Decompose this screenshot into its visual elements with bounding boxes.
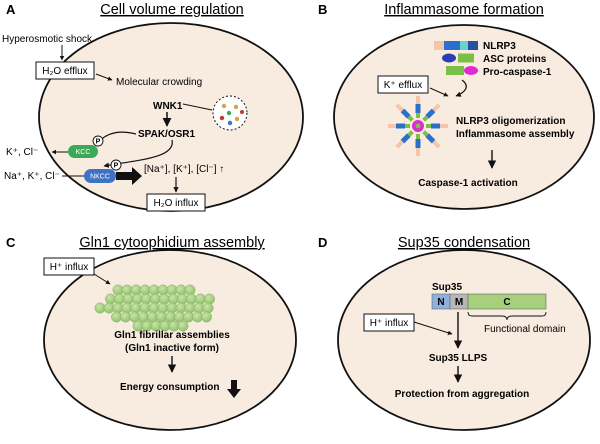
h2o-influx-label: H₂O influx (153, 198, 198, 209)
fibrillar-label: Gln1 fibrillar assemblies (114, 330, 230, 341)
gln1-subunit (201, 311, 212, 323)
inactive-label: (Gln1 inactive form) (125, 343, 219, 354)
legend-procaspase: Pro-caspase-1 (483, 67, 552, 78)
kcc-phospho-badge (92, 135, 104, 147)
spak-label: SPAK/OSR1 (138, 129, 195, 140)
functional-domain-label: Functional domain (484, 324, 566, 335)
gln1-filament-icon (94, 284, 215, 332)
k-efflux-arrow (429, 87, 449, 97)
h2o-efflux-label: H₂O efflux (42, 66, 87, 77)
panel-d: D Sup35 condensation Sup35 N M C Functio… (318, 235, 591, 431)
panel-d-title: Sup35 condensation (398, 235, 530, 251)
caspase-activation-label: Caspase-1 activation (418, 178, 518, 189)
llps-label: Sup35 LLPS (429, 353, 488, 364)
gln1-subunit (204, 293, 215, 305)
cell-d (337, 249, 591, 431)
cell-b (333, 24, 595, 210)
procaspase-legend-icon (446, 66, 478, 75)
oligomerization-label: NLRP3 oligomerization (456, 116, 565, 127)
k-efflux-label: K⁺ efflux (384, 80, 422, 91)
inflammasome-complex-icon (388, 96, 448, 156)
kcc-phospho-label: P (96, 139, 101, 146)
ion-concentration-label: [Na⁺], [K⁺], [Cl⁻] ↑ (144, 164, 224, 175)
crowding-to-wnk1-line (182, 103, 213, 111)
c-domain (467, 293, 547, 310)
c-h-influx-label: H⁺ influx (50, 262, 89, 273)
panel-c: C Gln1 cytoophidium assembly H⁺ influx G… (6, 235, 297, 431)
energy-down-arrow-icon (227, 380, 241, 398)
ions-in-label: Na⁺, K⁺, Cl⁻ (4, 171, 60, 182)
legend-asc: ASC proteins (483, 54, 547, 65)
legend-to-assembly-arrow (455, 79, 467, 97)
asc-legend-icon (442, 53, 474, 63)
nkcc-phospho-label: P (114, 163, 119, 170)
nkcc-transporter (84, 169, 116, 183)
kcl-out-label: K⁺, Cl⁻ (6, 147, 38, 158)
m-domain-label: M (455, 297, 463, 308)
crowding-label: Molecular crowding (116, 77, 202, 88)
panel-a-letter: A (6, 2, 16, 17)
kcc-label: KCC (76, 149, 91, 156)
protection-label: Protection from aggregation (395, 389, 529, 400)
h2o-influx-box (146, 193, 206, 212)
panel-c-title: Gln1 cytoophidium assembly (79, 235, 265, 251)
gln1-subunit (177, 320, 189, 332)
efflux-to-crowding-arrow (95, 73, 113, 81)
energy-label: Energy consumption (120, 382, 219, 393)
nkcc-label: NKCC (90, 174, 110, 181)
c-h-influx-arrow (93, 273, 111, 285)
gln1-subunit (184, 284, 196, 296)
nkcc-influx-arrow (116, 167, 142, 185)
kcc-transporter (68, 145, 98, 158)
nlrp3-legend-icon (434, 41, 478, 50)
n-domain-label: N (437, 297, 444, 308)
panel-b-title: Inflammasome formation (384, 2, 544, 18)
nkcc-phospho-badge (110, 159, 122, 171)
gln1-subunit (202, 302, 214, 314)
sup35-label: Sup35 (432, 282, 462, 293)
legend-nlrp3: NLRP3 (483, 41, 516, 52)
assembly-label: Inflammasome assembly (456, 129, 575, 140)
cell-a (38, 22, 304, 212)
c-h-influx-box (43, 257, 95, 276)
d-h-influx-label: H⁺ influx (370, 318, 409, 329)
panel-c-letter: C (6, 235, 16, 250)
panel-d-letter: D (318, 235, 327, 250)
d-h-influx-arrow (413, 321, 453, 335)
c-domain-label: C (503, 297, 510, 308)
k-efflux-box (377, 75, 429, 94)
hyperosmotic-label: Hyperosmotic shock (2, 34, 93, 45)
functional-domain-brace (467, 311, 547, 321)
h2o-efflux-box (35, 61, 95, 80)
panel-b: B Inflammasome formation NLRP3 ASC prote… (318, 2, 595, 210)
wnk1-label: WNK1 (153, 101, 183, 112)
panel-a-title: Cell volume regulation (100, 2, 243, 18)
panel-a: A Cell volume regulation Hyperosmotic sh… (2, 2, 304, 212)
panel-b-letter: B (318, 2, 327, 17)
crowding-particles-icon (212, 95, 248, 131)
